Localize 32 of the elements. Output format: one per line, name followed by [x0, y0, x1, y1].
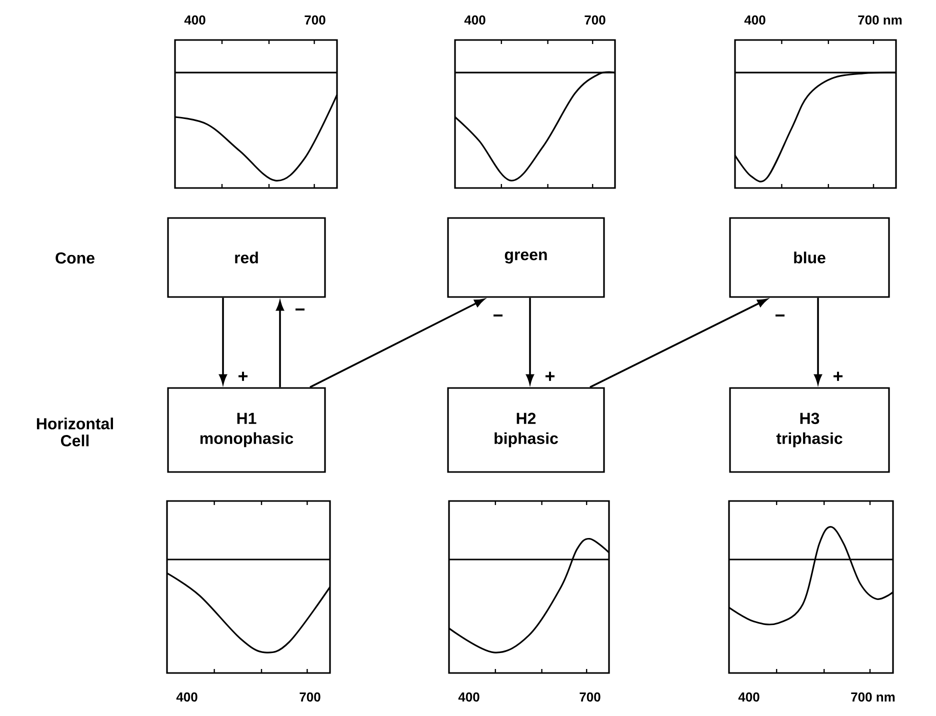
edge-label: −: [296, 308, 305, 310]
axis-tick-label: 700: [304, 15, 326, 25]
axis-tick-label: 400: [458, 692, 480, 702]
cell-box: H2 biphasic: [447, 387, 605, 473]
cell-box: H1 monophasic: [167, 387, 326, 473]
arrow: [814, 298, 822, 384]
cell-box: red: [167, 217, 326, 298]
axis-tick-label: 700 nm: [858, 15, 902, 25]
arrow: [276, 300, 284, 388]
arrow: [526, 298, 534, 384]
edge-label: +: [238, 372, 248, 381]
axis-tick-label: 400: [184, 15, 206, 25]
edge-label: −: [494, 314, 503, 316]
cell-box: green: [447, 217, 605, 298]
axis-tick-label: 700 nm: [851, 692, 895, 702]
axis-tick-label: 700: [584, 15, 606, 25]
axis-tick-label: 400: [744, 15, 766, 25]
arrow: [590, 298, 768, 388]
row-label: Horizontal Cell: [36, 418, 113, 446]
cell-box: H3 triphasic: [729, 387, 890, 473]
cell-box: blue: [729, 217, 890, 298]
axis-tick-label: 400: [176, 692, 198, 702]
axis-tick-label: 700: [300, 692, 320, 702]
arrow: [310, 298, 484, 388]
row-label: Cone: [56, 252, 94, 264]
edge-label: +: [834, 372, 843, 381]
axis-tick-label: 400: [738, 692, 760, 702]
axis-tick-label: 400: [464, 15, 486, 25]
arrow: [219, 298, 227, 384]
edge-label: −: [776, 314, 785, 316]
edge-label: +: [546, 372, 555, 381]
axis-tick-label: 700: [580, 692, 600, 702]
